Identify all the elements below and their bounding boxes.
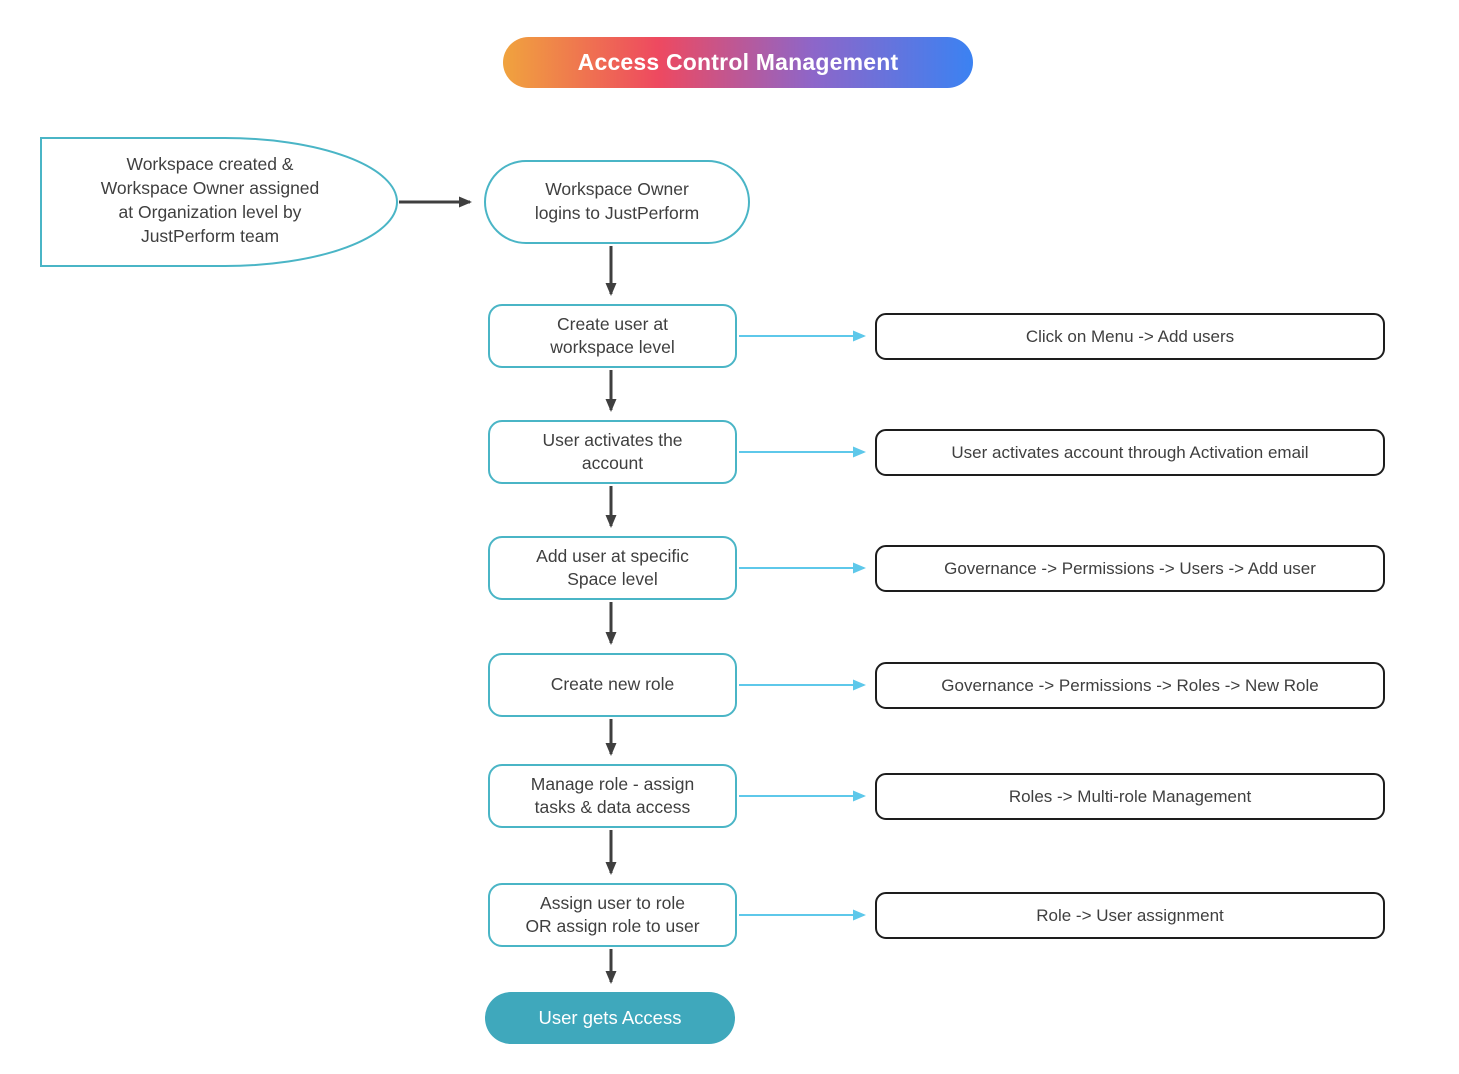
node-step-2: User activates the account [488, 420, 737, 484]
diagram-title: Access Control Management [503, 37, 973, 88]
node-step-1: Create user at workspace level [488, 304, 737, 368]
start-note-label: Workspace created & Workspace Owner assi… [100, 154, 320, 247]
start-note-shape [40, 137, 398, 267]
detail-step-4: Governance -> Permissions -> Roles -> Ne… [875, 662, 1385, 709]
dark-arrows [399, 196, 617, 984]
node-step-3: Add user at specific Space level [488, 536, 737, 600]
node-step-5: Manage role - assign tasks & data access [488, 764, 737, 828]
detail-step-3: Governance -> Permissions -> Users -> Ad… [875, 545, 1385, 592]
node-workspace-owner-login: Workspace Owner logins to JustPerform [484, 160, 750, 244]
detail-step-6: Role -> User assignment [875, 892, 1385, 939]
node-user-gets-access: User gets Access [485, 992, 735, 1044]
node-step-4: Create new role [488, 653, 737, 717]
cyan-arrows [739, 330, 866, 921]
detail-step-2: User activates account through Activatio… [875, 429, 1385, 476]
detail-step-5: Roles -> Multi-role Management [875, 773, 1385, 820]
node-step-6: Assign user to role OR assign role to us… [488, 883, 737, 947]
detail-step-1: Click on Menu -> Add users [875, 313, 1385, 360]
